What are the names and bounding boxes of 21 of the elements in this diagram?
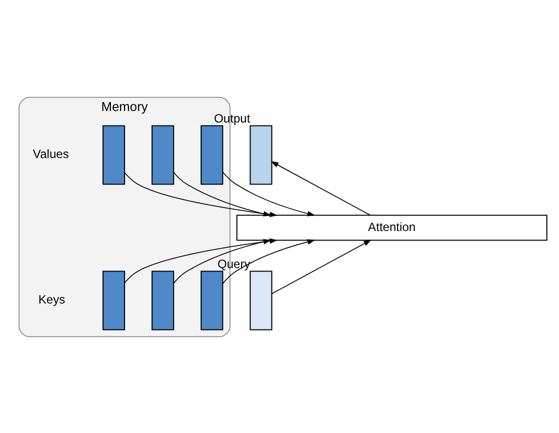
arrow: [222, 238, 316, 284]
node-bar: [102, 270, 126, 330]
arrow: [173, 238, 272, 283]
node-bar: [152, 270, 174, 330]
node-bar: [102, 124, 126, 184]
arrow: [124, 172, 278, 217]
node-bar: [152, 124, 174, 184]
label: Values: [32, 146, 69, 161]
node-bar: [200, 270, 224, 330]
node-bar: [200, 124, 224, 184]
arrow: [124, 238, 278, 283]
arrow: [222, 171, 316, 216]
node-label: Output: [214, 110, 250, 125]
arrow: [270, 160, 371, 216]
label: Keys: [38, 292, 66, 306]
node-bar: [250, 124, 272, 184]
arrow: [271, 239, 372, 294]
arrow: [173, 172, 272, 216]
node-box: Attention: [236, 214, 548, 240]
node-label: Query: [217, 256, 250, 270]
node-bar: [250, 270, 272, 330]
